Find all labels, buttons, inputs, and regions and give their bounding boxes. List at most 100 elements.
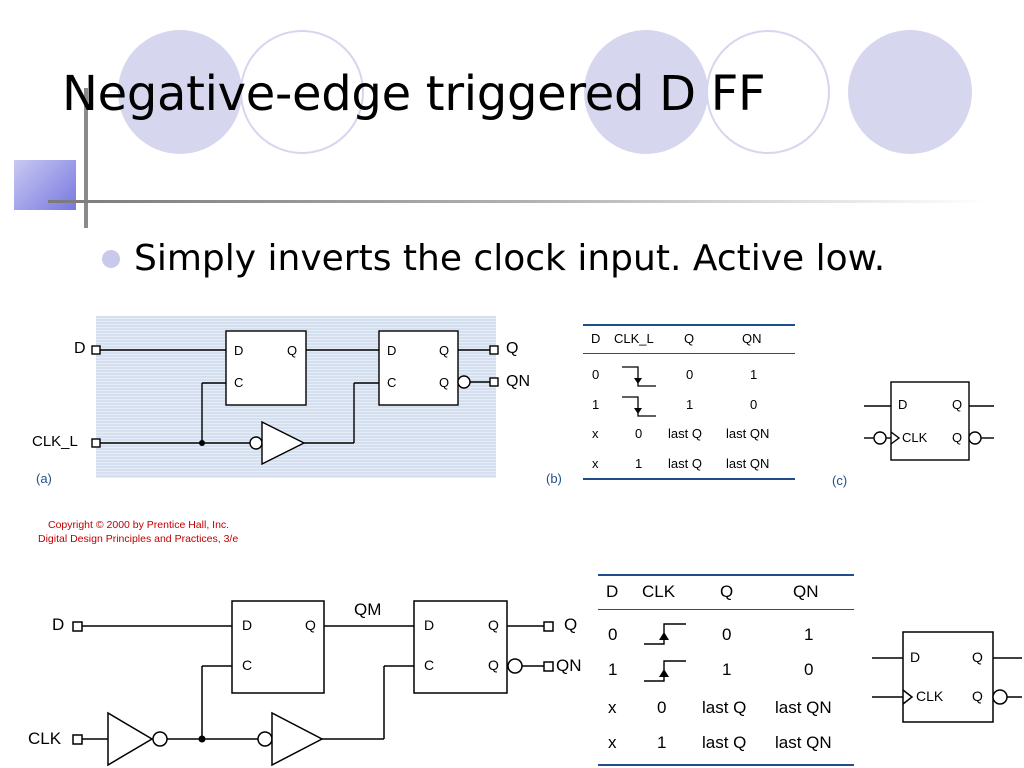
clock-triangle-icon (890, 431, 901, 445)
panel-a-qn-terminal (489, 377, 499, 387)
deco-circle-5 (848, 30, 972, 154)
bottom-symbol-qbar: Q (972, 688, 983, 704)
panel-b-cell: last Q (668, 456, 702, 471)
panel-b-cell: x (592, 456, 599, 471)
panel-b-rule-bottom (583, 478, 795, 480)
panel-a-inverter (261, 420, 306, 466)
panel-c-d: D (898, 397, 908, 412)
panel-b-cell: last Q (668, 426, 702, 441)
panel-b-cell: last QN (726, 426, 770, 441)
panel-c-clk: CLK (902, 430, 928, 445)
deco-horizontal-rule (48, 200, 988, 203)
bottom-symbol-d: D (910, 649, 921, 665)
bottom-table-cell: 0 (804, 660, 814, 679)
bottom-table-cell: last Q (702, 733, 747, 752)
bottom-q-terminal (543, 621, 554, 632)
bottom-d-label: D (52, 615, 65, 634)
bottom-symbol-qbar-bubble (992, 689, 1008, 705)
panel-a-ff1 (225, 330, 307, 406)
panel-b-header-clk: CLK_L (614, 331, 654, 346)
falling-edge-icon (622, 366, 656, 387)
bottom-table-header-qn: QN (793, 582, 819, 601)
panel-a-ff2-d: D (387, 343, 397, 358)
clock-triangle-icon (902, 689, 914, 705)
bottom-ff1-c: C (242, 657, 253, 673)
deco-circle-2 (240, 30, 364, 154)
bottom-table-cell: 0 (722, 625, 732, 644)
bottom-q-label: Q (564, 615, 578, 634)
panel-c-qbar: Q (952, 430, 963, 445)
panel-c-caption: (c) (832, 473, 848, 488)
bottom-ff1 (231, 600, 325, 694)
bottom-symbol-clk: CLK (916, 688, 944, 704)
panel-a-ff2-c: C (387, 375, 397, 390)
bottom-table-cell: last Q (702, 698, 747, 717)
panel-a-q-terminal (489, 345, 499, 355)
bottom-ff2 (413, 600, 508, 694)
falling-edge-icon (622, 396, 656, 417)
bottom-clk-label: CLK (28, 729, 62, 748)
panel-b-cell: 1 (592, 397, 600, 412)
bottom-table-header-clk: CLK (642, 582, 676, 601)
panel-b-cell: 0 (686, 367, 694, 382)
panel-a-d-label: D (74, 340, 86, 357)
panel-b-rule-top (583, 324, 795, 326)
panel-a-ff1-q: Q (287, 343, 298, 358)
bottom-table-cell: x (608, 698, 617, 717)
deco-circle-3 (584, 30, 708, 154)
copyright-line-1: Copyright © 2000 by Prentice Hall, Inc. (48, 519, 230, 531)
bottom-symbol-q: Q (972, 649, 983, 665)
bottom-table-rule-bottom (598, 764, 854, 766)
panel-b-caption: (b) (546, 471, 562, 486)
panel-b-cell: 0 (635, 426, 643, 441)
bottom-table-cell: last QN (775, 733, 832, 752)
bottom-table-cell: 1 (804, 625, 814, 644)
panel-a-ff2-q: Q (439, 343, 450, 358)
bottom-table-header-d: D (606, 582, 619, 601)
bullet-text: Simply inverts the clock input. Active l… (134, 238, 886, 279)
bottom-table-header-q: Q (720, 582, 734, 601)
panel-a-q-label: Q (506, 340, 519, 357)
bottom-table-cell: 1 (657, 733, 667, 752)
bottom-table-rule-top (598, 574, 854, 576)
bottom-ff2-c: C (424, 657, 435, 673)
bottom-table-cell: last QN (775, 698, 832, 717)
panel-a-caption: (a) (36, 471, 52, 486)
bottom-qn-label: QN (556, 656, 582, 675)
panel-b-cell: x (592, 426, 599, 441)
bottom-junction-dot (198, 735, 206, 743)
bullet-dot-icon (102, 250, 120, 268)
panel-b-cell: 0 (750, 397, 758, 412)
bottom-ff2-q: Q (488, 617, 499, 633)
bottom-inverter-1 (107, 711, 154, 767)
panel-a-ff1-d: D (234, 343, 244, 358)
panel-a-junction-dot (199, 440, 205, 446)
panel-b-cell: last QN (726, 456, 770, 471)
panel-b-cell: 0 (592, 367, 600, 382)
deco-vertical-rule (84, 88, 88, 228)
panel-c-ff-box (890, 381, 970, 461)
bottom-ff2-d: D (424, 617, 435, 633)
deco-circle-4 (706, 30, 830, 154)
panel-b-cell: 1 (635, 456, 643, 471)
bottom-ff1-d: D (242, 617, 253, 633)
copyright-line-2: Digital Design Principles and Practices,… (38, 533, 239, 545)
bottom-table-cell: 1 (722, 660, 732, 679)
panel-a-clk-label: CLK_L (32, 433, 78, 450)
bottom-ff1-q: Q (305, 617, 316, 633)
deco-circle-1 (118, 30, 242, 154)
bottom-table-cell: x (608, 733, 617, 752)
bottom-table-cell: 0 (657, 698, 667, 717)
panel-a-qn-label: QN (506, 373, 530, 390)
panel-a-ff1-c: C (234, 375, 244, 390)
bottom-table-rule-mid (598, 609, 854, 610)
panel-c-q: Q (952, 397, 963, 412)
slide-title: Negative-edge triggered D FF (62, 66, 766, 122)
bottom-table-cell: 1 (608, 660, 618, 679)
